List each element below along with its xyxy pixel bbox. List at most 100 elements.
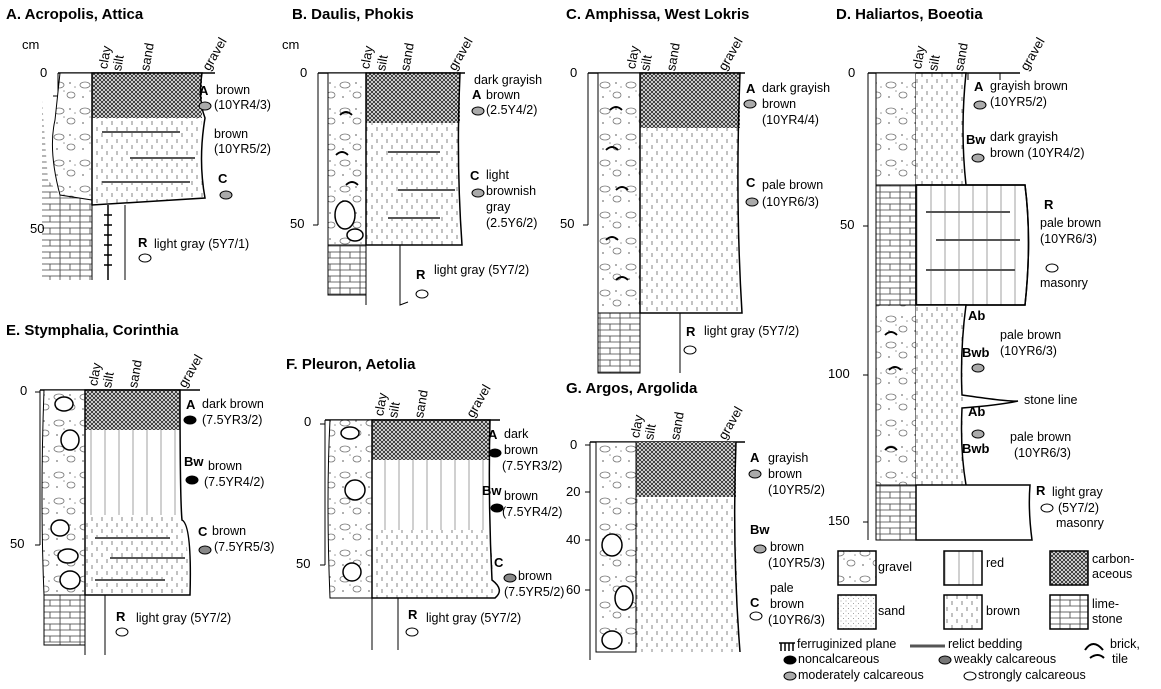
panel-e-color-a: dark brown bbox=[202, 398, 264, 412]
legend-carbonaceous-label-2: aceous bbox=[1092, 568, 1132, 582]
legend-brown-label: brown bbox=[986, 605, 1020, 619]
panel-b-unit: cm bbox=[282, 38, 299, 52]
panel-d-munsell-bwb2: (10YR6/3) bbox=[1014, 447, 1071, 461]
panel-e-tick-50: 50 bbox=[10, 537, 24, 551]
panel-f-hz-r: R bbox=[408, 608, 417, 622]
panel-d-hz-bw: Bw bbox=[966, 133, 986, 147]
panel-b-hz-c: C bbox=[470, 169, 479, 183]
panel-b-color-c2: brownish bbox=[486, 185, 536, 199]
panel-g-hz-a: A bbox=[750, 451, 759, 465]
panel-d-munsell-r2: (5Y7/2) bbox=[1058, 502, 1099, 516]
panel-f-tick-0: 0 bbox=[304, 415, 311, 429]
panel-a-munsell-b: (10YR5/2) bbox=[214, 143, 271, 157]
panel-b-munsell-a: (2.5Y4/2) bbox=[486, 104, 537, 118]
panel-a-munsell-a: (10YR4/3) bbox=[214, 99, 271, 113]
panel-d-color-bw2: brown (10YR4/2) bbox=[990, 147, 1085, 161]
panel-f-munsell-c: (7.5YR5/2) bbox=[504, 586, 564, 600]
panel-f-hz-bw: Bw bbox=[482, 484, 502, 498]
panel-b-hz-a: A bbox=[472, 88, 481, 102]
panel-e-color-bw: brown bbox=[208, 460, 242, 474]
panel-b-color-a2: brown bbox=[486, 89, 520, 103]
panel-d-tick-150: 150 bbox=[828, 514, 850, 528]
panel-c-munsell-c: (10YR6/3) bbox=[762, 196, 819, 210]
panel-f-munsell-a: (7.5YR3/2) bbox=[502, 460, 562, 474]
legend-gravel-label: gravel bbox=[878, 561, 912, 575]
panel-b-color-r: light gray (5Y7/2) bbox=[434, 264, 529, 278]
panel-g-color-c2: brown bbox=[770, 598, 804, 612]
panel-f-color-r: light gray (5Y7/2) bbox=[426, 612, 521, 626]
panel-c-color-a: dark grayish bbox=[762, 82, 830, 96]
panel-g-color-a: grayish bbox=[768, 452, 808, 466]
panel-d-stone-line: stone line bbox=[1024, 394, 1078, 408]
panel-b-title: B. Daulis, Phokis bbox=[292, 6, 414, 23]
legend-weakly-label: weakly calcareous bbox=[954, 653, 1056, 667]
panel-e-color-r: light gray (5Y7/2) bbox=[136, 612, 231, 626]
panel-f-color-a: dark bbox=[504, 428, 528, 442]
panel-e-silt-header: silt bbox=[99, 371, 117, 389]
panel-d-tick-0: 0 bbox=[848, 66, 855, 80]
panel-d-munsell-bwb1: (10YR6/3) bbox=[1000, 345, 1057, 359]
panel-d-munsell-r1: (10YR6/3) bbox=[1040, 233, 1097, 247]
panel-c-hz-r: R bbox=[686, 325, 695, 339]
panel-e-hz-a: A bbox=[186, 398, 195, 412]
panel-g-silt-header: silt bbox=[641, 423, 659, 441]
panel-g-munsell-bw: (10YR5/3) bbox=[768, 557, 825, 571]
legend-noncalc-label: noncalcareous bbox=[798, 653, 879, 667]
panel-c-hz-c: C bbox=[746, 176, 755, 190]
legend-strongly-label: strongly calcareous bbox=[978, 669, 1086, 683]
panel-g-tick-40: 40 bbox=[566, 533, 580, 547]
panel-b-munsell-c: (2.5Y6/2) bbox=[486, 217, 537, 231]
panel-b-hz-r: R bbox=[416, 268, 425, 282]
panel-d-tick-100: 100 bbox=[828, 367, 850, 381]
panel-g-color-c: pale bbox=[770, 582, 794, 596]
panel-c-hz-a: A bbox=[746, 82, 755, 96]
panel-d-color-bw: dark grayish bbox=[990, 131, 1058, 145]
panel-g-hz-bw: Bw bbox=[750, 523, 770, 537]
panel-g-color-a2: brown bbox=[768, 468, 802, 482]
panel-g-color-bw: brown bbox=[770, 541, 804, 555]
legend-limestone-label-1: lime- bbox=[1092, 598, 1119, 612]
legend-brick-label-1: brick, bbox=[1110, 638, 1140, 652]
panel-d-hz-bwb2: Bwb bbox=[962, 442, 989, 456]
panel-d-color-r1: pale brown bbox=[1040, 217, 1101, 231]
panel-c-silt-header: silt bbox=[637, 54, 655, 72]
panel-e-title: E. Stymphalia, Corinthia bbox=[6, 322, 179, 339]
panel-c-color-c: pale brown bbox=[762, 179, 823, 193]
panel-g-hz-c: C bbox=[750, 596, 759, 610]
panel-d-tick-50: 50 bbox=[840, 218, 854, 232]
panel-a-tick-50: 50 bbox=[30, 222, 44, 236]
panel-f-tick-50: 50 bbox=[296, 557, 310, 571]
legend-relict-label: relict bedding bbox=[948, 638, 1022, 652]
legend-ferruginized-label: ferruginized plane bbox=[797, 638, 896, 652]
panel-e-color-c: brown bbox=[212, 525, 246, 539]
panel-a-hz-r: R bbox=[138, 236, 147, 250]
panel-a-hz-c: C bbox=[218, 172, 227, 186]
panel-e-tick-0: 0 bbox=[20, 384, 27, 398]
panel-g-munsell-a: (10YR5/2) bbox=[768, 484, 825, 498]
panel-d-color-a: grayish brown bbox=[990, 80, 1068, 94]
panel-f-color-a2: brown bbox=[504, 444, 538, 458]
panel-a-color-r: light gray (5Y7/1) bbox=[154, 238, 249, 252]
panel-f-silt-header: silt bbox=[385, 401, 403, 419]
panel-e-munsell-bw: (7.5YR4/2) bbox=[204, 476, 264, 490]
panel-c-color-a2: brown bbox=[762, 98, 796, 112]
legend-sand-label: sand bbox=[878, 605, 905, 619]
panel-e-munsell-a: (7.5YR3/2) bbox=[202, 414, 262, 428]
panel-d-hz-ab1: Ab bbox=[968, 309, 985, 323]
panel-d-hz-r1: R bbox=[1044, 198, 1053, 212]
panel-d-silt-header: silt bbox=[925, 54, 943, 72]
panel-f-munsell-bw: (7.5YR4/2) bbox=[502, 506, 562, 520]
panel-b-color-c3: gray bbox=[486, 201, 510, 215]
panel-d-title: D. Haliartos, Boeotia bbox=[836, 6, 983, 23]
panel-g-tick-0: 0 bbox=[570, 438, 577, 452]
panel-a-tick-0: 0 bbox=[40, 66, 47, 80]
panel-c-tick-0: 0 bbox=[570, 66, 577, 80]
panel-d-color-bwb2: pale brown bbox=[1010, 431, 1071, 445]
panel-c-tick-50: 50 bbox=[560, 217, 574, 231]
panel-a-hz-a: A bbox=[199, 84, 208, 98]
panel-d-color-r2: light gray bbox=[1052, 486, 1103, 500]
panel-f-title: F. Pleuron, Aetolia bbox=[286, 356, 415, 373]
panel-a-unit: cm bbox=[22, 38, 39, 52]
panel-e-hz-r: R bbox=[116, 610, 125, 624]
panel-c-color-r: light gray (5Y7/2) bbox=[704, 325, 799, 339]
